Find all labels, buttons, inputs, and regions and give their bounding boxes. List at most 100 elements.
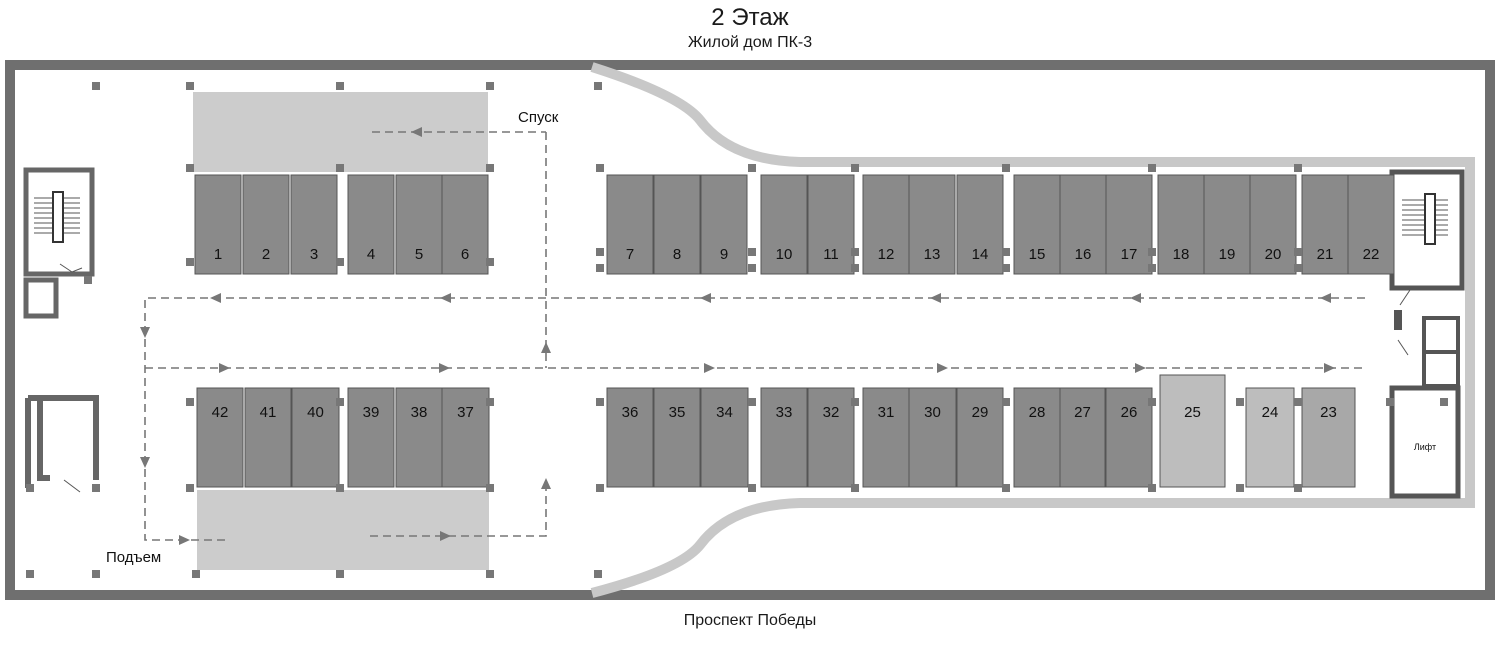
lift-shaft	[1389, 385, 1461, 499]
column	[1294, 164, 1302, 172]
ascent-label: Подъем	[106, 549, 161, 566]
parking-space-number: 21	[1317, 246, 1334, 263]
parking-space-34	[700, 387, 749, 488]
route-arrow	[440, 293, 451, 303]
parking-space-13	[908, 174, 956, 275]
column	[26, 570, 34, 578]
column	[1386, 398, 1394, 406]
parking-space-40	[291, 387, 340, 488]
parking-space-16	[1059, 174, 1107, 275]
parking-space-2	[242, 174, 290, 275]
floor-title: 2 Этаж	[711, 4, 789, 31]
column	[748, 164, 756, 172]
column	[596, 398, 604, 406]
inner-wall-top	[590, 62, 1475, 598]
parking-space-19	[1203, 174, 1251, 275]
route-arrow	[1130, 293, 1141, 303]
column	[186, 398, 194, 406]
parking-space-number: 4	[367, 246, 375, 263]
parking-space-9	[700, 174, 748, 275]
column	[186, 258, 194, 266]
column	[594, 570, 602, 578]
parking-space-12	[862, 174, 910, 275]
parking-space-42	[196, 387, 244, 488]
parking-space-number: 13	[924, 246, 941, 263]
column	[186, 82, 194, 90]
column	[851, 264, 859, 272]
ascent-route	[370, 478, 547, 537]
parking-space-number: 29	[972, 404, 989, 421]
parking-space-number: 22	[1363, 246, 1380, 263]
parking-space-37	[441, 387, 490, 488]
parking-space-number: 14	[972, 246, 989, 263]
column	[336, 258, 344, 266]
column	[1294, 248, 1302, 256]
column	[486, 570, 494, 578]
parking-space-number: 7	[626, 246, 634, 263]
column	[186, 164, 194, 172]
parking-space-number: 40	[307, 404, 324, 421]
column	[92, 484, 100, 492]
route-arrow	[1324, 363, 1335, 373]
parking-space-26	[1105, 387, 1153, 488]
parking-space-number: 20	[1265, 246, 1282, 263]
parking-space-1	[194, 174, 242, 275]
parking-space-number: 2	[262, 246, 270, 263]
column	[851, 484, 859, 492]
column	[336, 82, 344, 90]
column	[336, 164, 344, 172]
parking-space-number: 35	[669, 404, 686, 421]
parking-space-number: 10	[776, 246, 793, 263]
column	[1002, 484, 1010, 492]
route-arrow	[700, 293, 711, 303]
route-arrow	[930, 293, 941, 303]
column	[1294, 398, 1302, 406]
column	[596, 264, 604, 272]
parking-space-number: 12	[878, 246, 895, 263]
column	[1148, 164, 1156, 172]
parking-space-15	[1013, 174, 1061, 275]
column	[192, 570, 200, 578]
exit-route-lane	[144, 297, 1365, 541]
parking-space-7	[606, 174, 654, 275]
column	[748, 398, 756, 406]
parking-space-20	[1249, 174, 1297, 275]
column	[84, 276, 92, 284]
column	[26, 484, 34, 492]
parking-space-number: 19	[1219, 246, 1236, 263]
ascent-ramp	[197, 490, 489, 570]
parking-space-number: 1	[214, 246, 222, 263]
column	[1236, 484, 1244, 492]
column	[186, 484, 194, 492]
parking-space-number: 26	[1121, 404, 1138, 421]
route-arrow	[1135, 363, 1146, 373]
parking-space-number: 37	[457, 404, 474, 421]
parking-space-number: 24	[1262, 404, 1279, 421]
left-lower-room	[25, 395, 99, 493]
route-arrow	[140, 457, 150, 468]
column	[851, 398, 859, 406]
column	[336, 570, 344, 578]
parking-space-29	[956, 387, 1004, 488]
lift-label: Лифт	[1414, 442, 1436, 452]
parking-space-number: 17	[1121, 246, 1138, 263]
right-stairwell	[1389, 169, 1465, 388]
parking-space-14	[956, 174, 1004, 275]
parking-space-number: 18	[1173, 246, 1190, 263]
column	[851, 164, 859, 172]
route-arrow	[140, 327, 150, 338]
route-arrow	[219, 363, 230, 373]
descent-label: Спуск	[518, 109, 559, 126]
parking-space-number: 33	[776, 404, 793, 421]
column	[594, 82, 602, 90]
column	[748, 264, 756, 272]
route-arrow	[541, 342, 551, 353]
parking-space-36	[606, 387, 654, 488]
column	[336, 484, 344, 492]
parking-space-24	[1245, 387, 1295, 488]
parking-space-number: 5	[415, 246, 423, 263]
parking-space-number: 16	[1075, 246, 1092, 263]
parking-space-number: 8	[673, 246, 681, 263]
traffic-routes	[140, 127, 1365, 545]
route-arrow	[439, 363, 450, 373]
